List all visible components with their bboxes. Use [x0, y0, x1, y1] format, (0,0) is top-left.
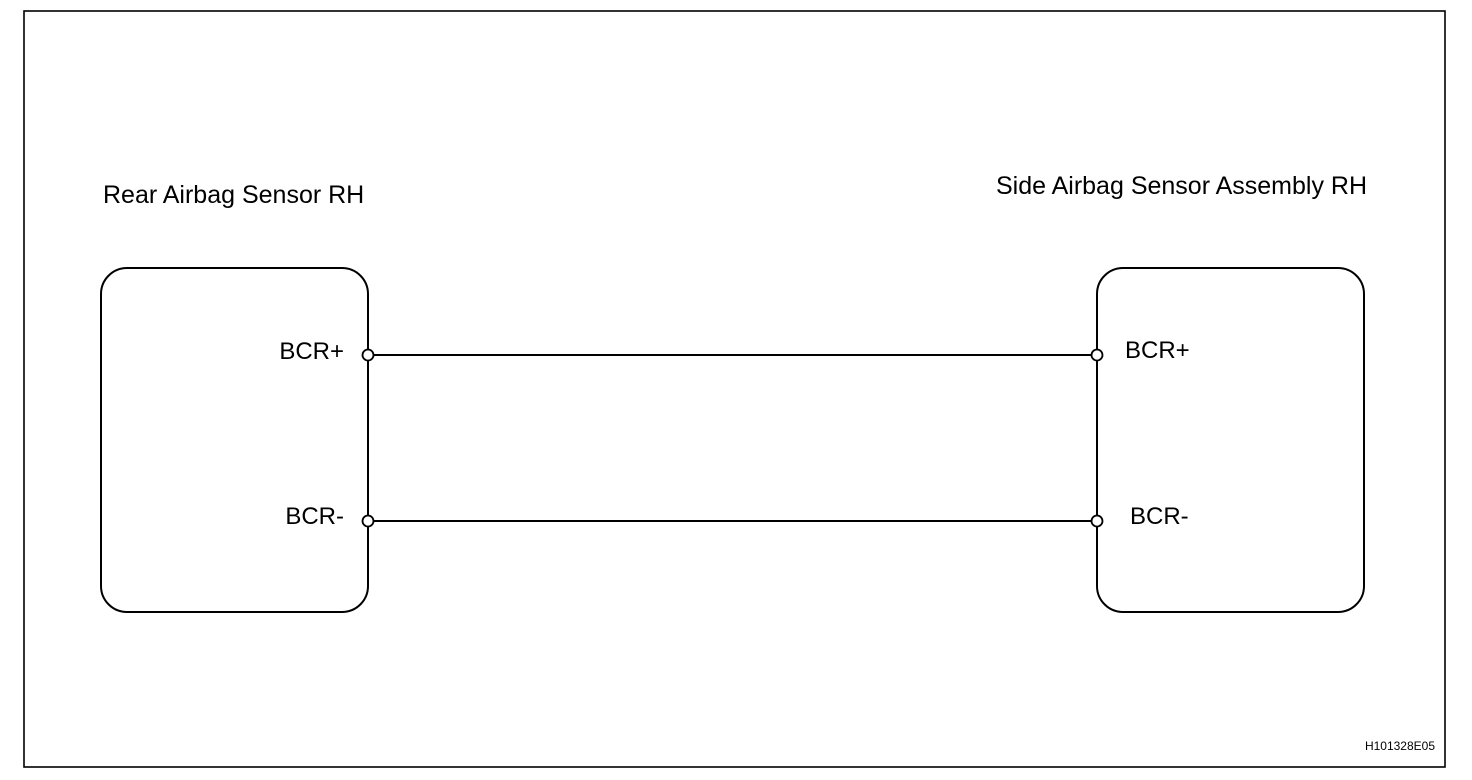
- left-pin-label-bcr-plus: BCR+: [279, 338, 344, 365]
- left-terminal-bcr-minus: [361, 514, 375, 528]
- left-pin-label-bcr-minus: BCR-: [285, 503, 344, 530]
- right-terminal-bcr-minus: [1090, 514, 1104, 528]
- right-component-box: [1096, 267, 1365, 613]
- right-terminal-bcr-plus: [1090, 348, 1104, 362]
- right-pin-label-bcr-plus: BCR+: [1125, 337, 1190, 364]
- right-pin-label-bcr-minus: BCR-: [1130, 503, 1189, 530]
- right-component-title: Side Airbag Sensor Assembly RH: [996, 172, 1367, 200]
- left-component-title: Rear Airbag Sensor RH: [103, 181, 364, 209]
- diagram-frame: [23, 10, 1446, 768]
- left-component-box: [100, 267, 369, 613]
- left-terminal-bcr-plus: [361, 348, 375, 362]
- figure-code: H101328E05: [1365, 739, 1435, 753]
